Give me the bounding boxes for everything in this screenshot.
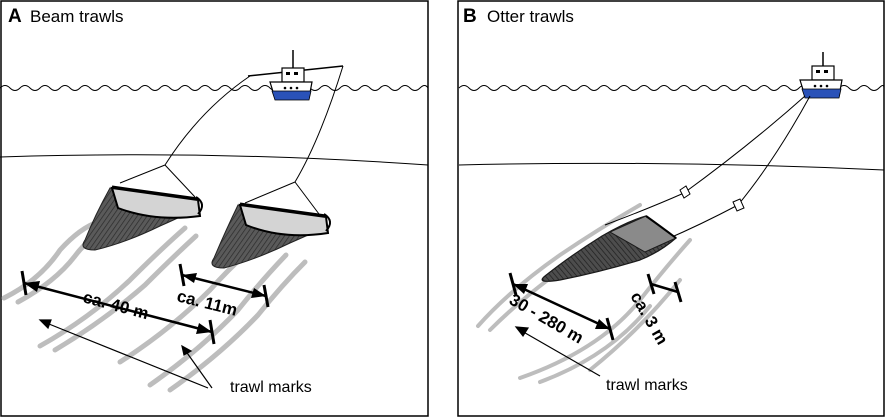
- panel-a-warps: [119, 65, 344, 219]
- panel-a-beam-trawl-right: [211, 202, 331, 269]
- panel-b-otter-door-right: [732, 198, 745, 212]
- panel-a-letter: A: [8, 6, 22, 27]
- panel-a-title: Beam trawls: [30, 7, 124, 26]
- panel-b-frame: [457, 0, 885, 417]
- panel-beam-trawls: A Beam trawls: [0, 0, 429, 417]
- panel-b-ship-hull: [801, 88, 842, 99]
- panel-b-width-measure: [508, 272, 615, 341]
- panel-a-sea-floor: [0, 154, 429, 166]
- panel-b-title: Otter trawls: [487, 7, 574, 26]
- panel-a-beam-trawl-left: [82, 185, 203, 251]
- panel-a-ship-hull: [271, 90, 312, 101]
- panel-b-sea-floor: [458, 162, 885, 171]
- panel-a-ship: [247, 50, 344, 101]
- panel-a-beam-measure: [178, 263, 270, 308]
- panel-b-marks-label: trawl marks: [606, 377, 688, 394]
- panel-b-otter-net: [541, 215, 677, 282]
- panel-b-letter: B: [463, 6, 477, 27]
- panel-b-marks-pointer: [514, 326, 601, 377]
- panel-otter-trawls: B Otter trawls: [457, 0, 885, 417]
- panel-b-otter-door-left: [679, 185, 691, 199]
- panel-a-marks-label: trawl marks: [230, 379, 312, 396]
- panel-b-ship: [799, 52, 843, 99]
- panel-a-sea-surface: [0, 85, 429, 91]
- panel-a-width-measure: [20, 270, 216, 345]
- panel-b-door-measure: [646, 273, 683, 303]
- panel-a-frame: [0, 0, 429, 417]
- panel-a-marks-pointers: [38, 319, 213, 389]
